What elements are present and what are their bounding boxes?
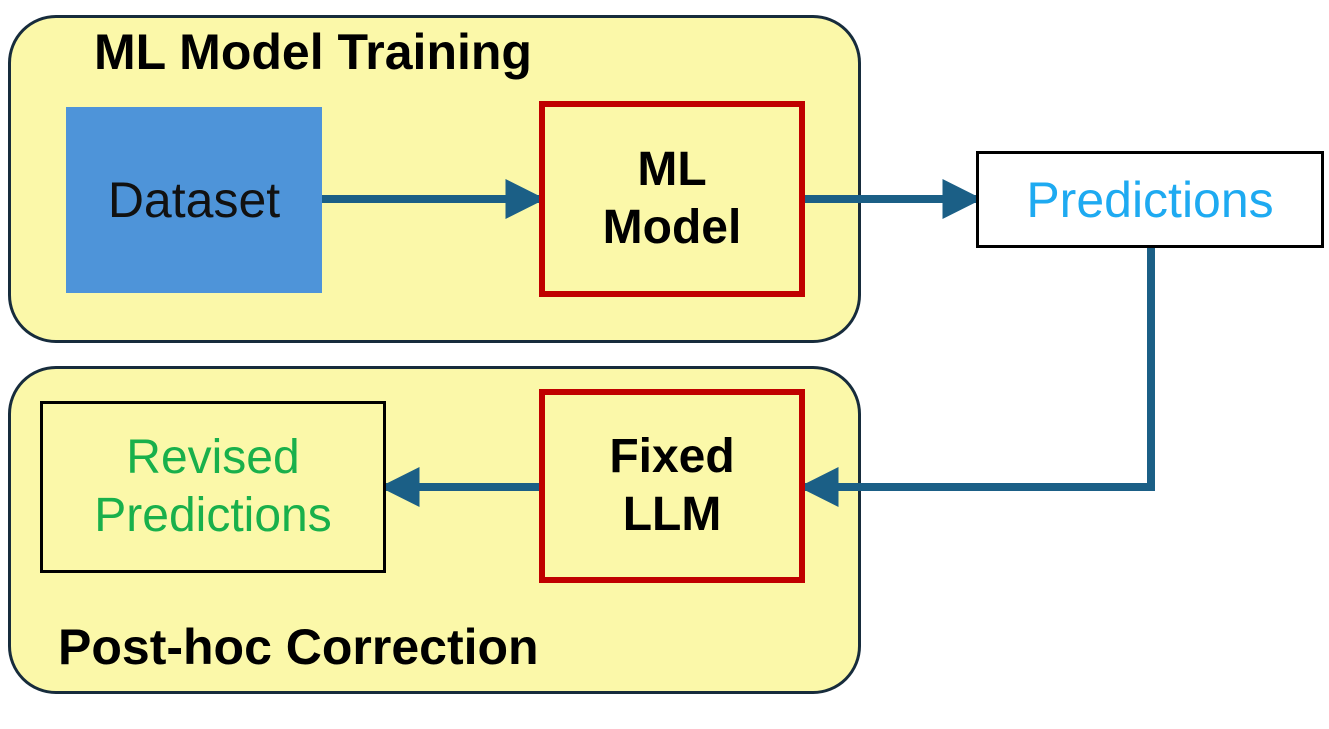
ml-model-node: ML Model xyxy=(539,101,805,297)
dataset-label: Dataset xyxy=(107,172,281,228)
revised-predictions-node: Revised Predictions xyxy=(40,401,386,573)
post-hoc-correction-title: Post-hoc Correction xyxy=(58,619,539,675)
ml-model-label: ML Model xyxy=(602,143,742,254)
predictions-label: Predictions xyxy=(1026,171,1274,228)
predictions-node: Predictions xyxy=(976,151,1324,248)
revised-predictions-label: Revised Predictions xyxy=(94,431,332,542)
fixed-llm-label: Fixed LLM xyxy=(609,430,735,541)
ml-model-training-title: ML Model Training xyxy=(94,24,532,80)
dataset-node: Dataset xyxy=(66,107,322,293)
fixed-llm-node: Fixed LLM xyxy=(539,389,805,583)
